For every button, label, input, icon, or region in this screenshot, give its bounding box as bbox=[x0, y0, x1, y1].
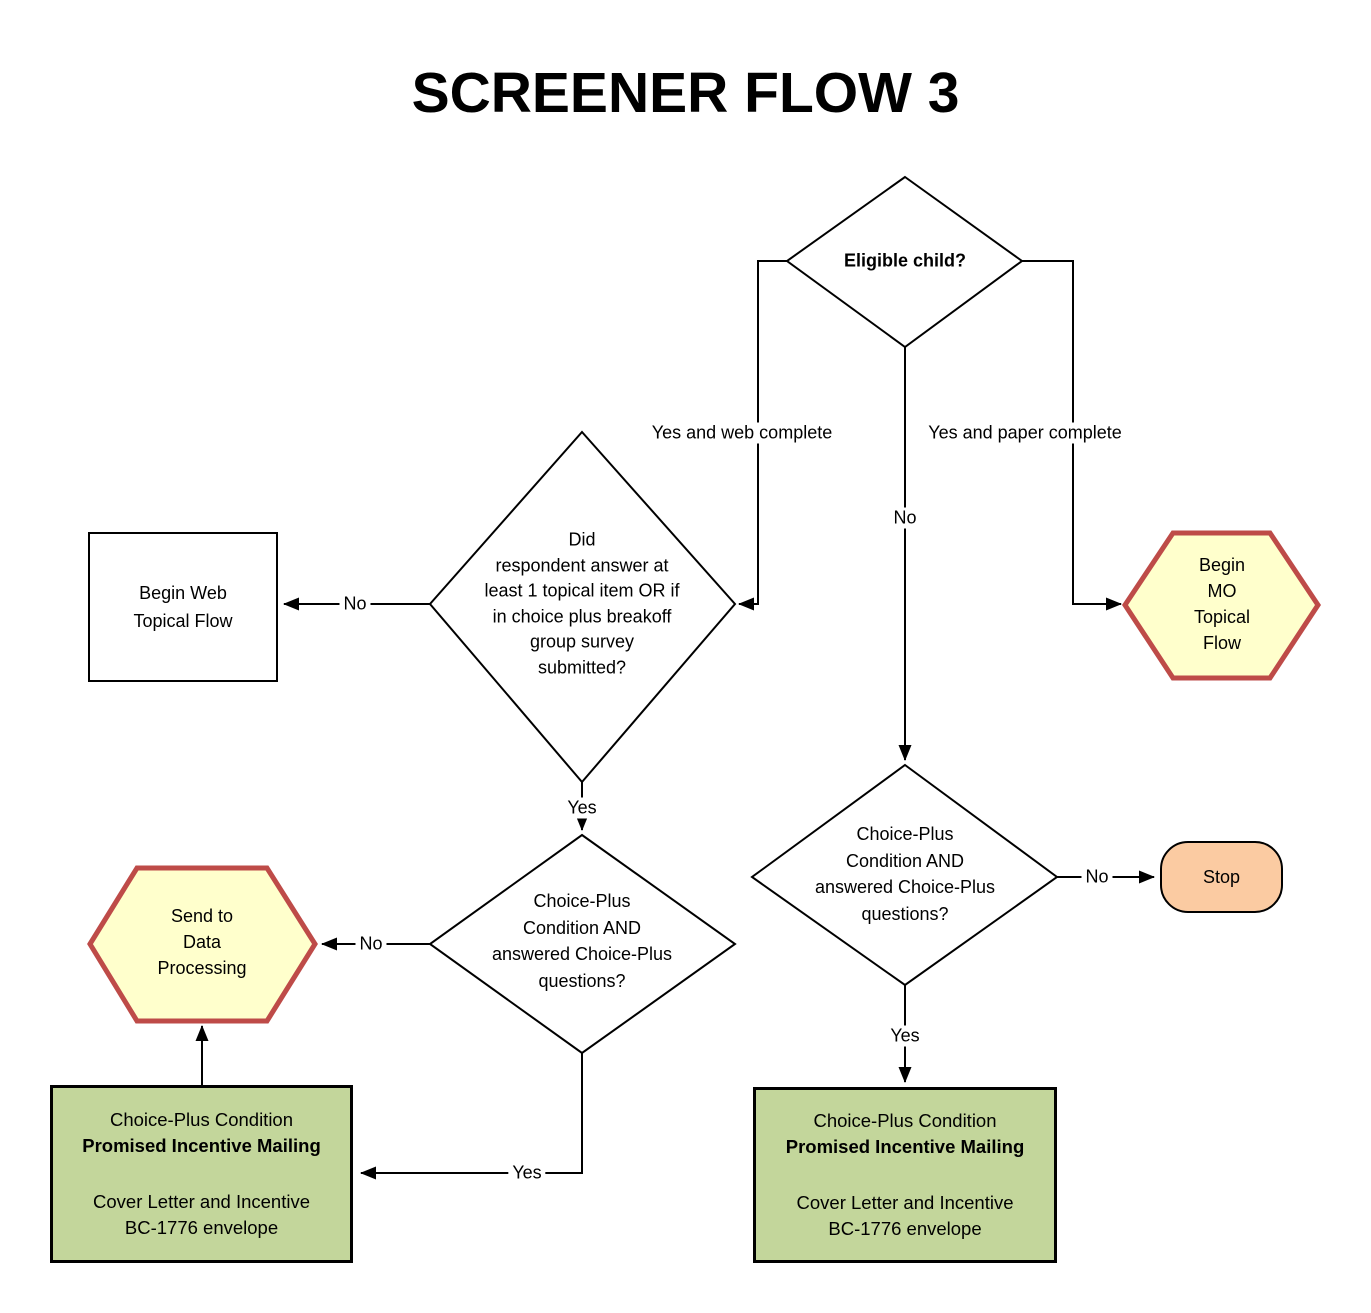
edge-label-yes-web-complete: Yes and web complete bbox=[647, 422, 837, 444]
incentive-right-line2: Promised Incentive Mailing bbox=[785, 1136, 1025, 1157]
begin-web-topical-box: Begin Web Topical Flow bbox=[88, 532, 278, 682]
incentive-mailing-box-left: Choice-Plus Condition Promised Incentive… bbox=[50, 1085, 353, 1263]
incentive-right-line1: Choice-Plus Condition bbox=[813, 1110, 997, 1131]
send-to-dp-label: Send to Data Processing bbox=[157, 906, 247, 978]
incentive-left-line3: Cover Letter and Incentive bbox=[93, 1191, 310, 1212]
choice-plus-right-label: Choice-Plus Condition AND answered Choic… bbox=[814, 824, 996, 924]
topical-answer-label: Did respondent answer at least 1 topical… bbox=[484, 529, 680, 678]
stop-label: Stop bbox=[1202, 866, 1241, 887]
edge-label-yes-incentive-left: Yes bbox=[508, 1162, 546, 1184]
edge-label-yes-paper-complete: Yes and paper complete bbox=[924, 422, 1126, 444]
send-to-dp-hexagon bbox=[87, 865, 318, 1024]
choice-plus-diamond-left bbox=[428, 833, 737, 1055]
edge-label-no-send-dp: No bbox=[355, 933, 387, 955]
edge-label-no-stop: No bbox=[1081, 866, 1113, 888]
incentive-left-line1: Choice-Plus Condition bbox=[109, 1109, 294, 1130]
incentive-left-line4: BC-1776 envelope bbox=[124, 1217, 279, 1238]
incentive-left-line2: Promised Incentive Mailing bbox=[82, 1135, 321, 1156]
edge-label-no-begin-web: No bbox=[339, 593, 371, 615]
incentive-right-line4: BC-1776 envelope bbox=[828, 1218, 982, 1239]
page-title: SCREENER FLOW 3 bbox=[411, 61, 960, 125]
topical-answer-diamond bbox=[428, 430, 737, 784]
stop-terminator: Stop bbox=[1160, 841, 1283, 913]
incentive-mailing-box-right: Choice-Plus Condition Promised Incentive… bbox=[753, 1087, 1057, 1263]
begin-web-topical-label: Begin Web Topical Flow bbox=[133, 583, 233, 631]
begin-mo-hexagon bbox=[1122, 530, 1321, 681]
choice-plus-diamond-right bbox=[750, 763, 1059, 987]
begin-mo-topical-label: Begin MO Topical Flow bbox=[1193, 555, 1251, 653]
eligible-child-label: Eligible child? bbox=[843, 250, 967, 271]
choice-plus-left-label: Choice-Plus Condition AND answered Choic… bbox=[491, 891, 673, 991]
edge-label-yes-left: Yes bbox=[563, 797, 601, 819]
edge-label-no-center: No bbox=[889, 507, 921, 529]
edge-yes-to-incentive-left bbox=[360, 1053, 583, 1180]
edge-label-yes-incentive-right: Yes bbox=[886, 1025, 924, 1047]
eligible-child-diamond bbox=[785, 175, 1024, 349]
incentive-right-line3: Cover Letter and Incentive bbox=[796, 1192, 1014, 1213]
